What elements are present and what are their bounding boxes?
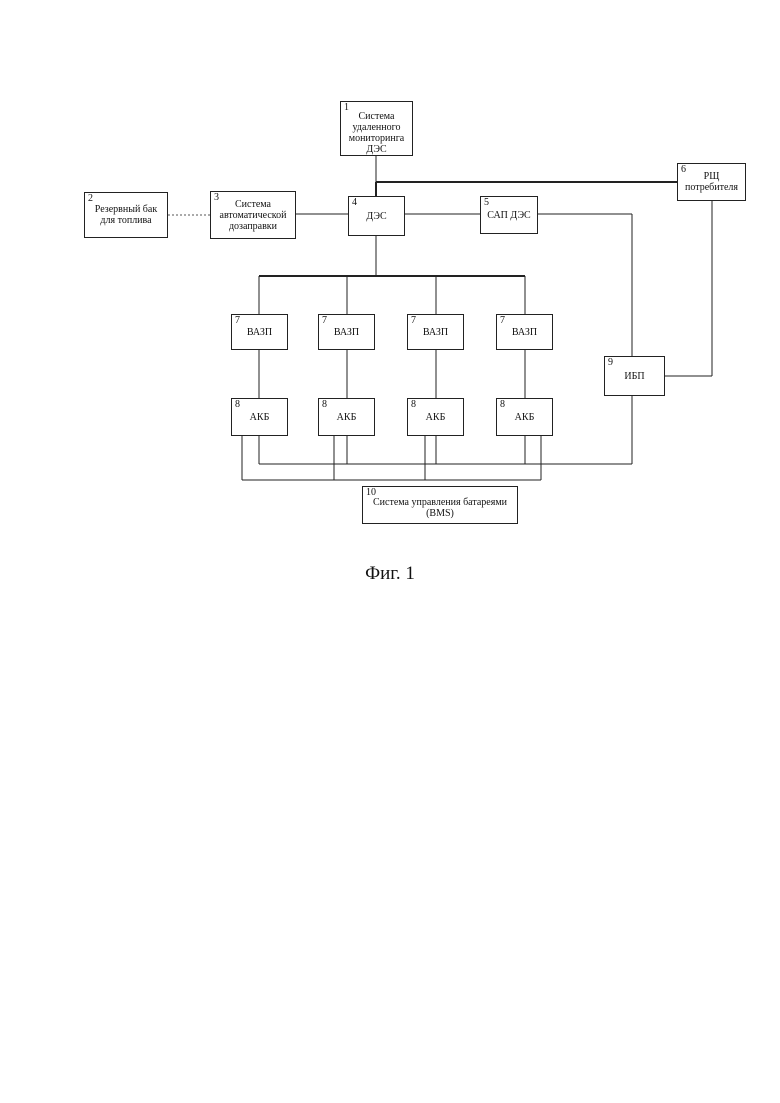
block-ibp: 9 ИБП (604, 356, 665, 396)
block-label: Система удаленного мониторинга ДЭС (345, 110, 408, 155)
block-label: Система управления батареями (BMS) (367, 493, 513, 523)
block-monitoring: 1 Система удаленного мониторинга ДЭС (340, 101, 413, 156)
block-vazp-1: 7 ВАЗП (231, 314, 288, 350)
block-des: 4 ДЭС (348, 196, 405, 236)
block-label: АКБ (323, 399, 370, 435)
block-akb-1: 8 АКБ (231, 398, 288, 436)
block-label: ДЭС (353, 197, 400, 235)
block-label: ВАЗП (412, 315, 459, 349)
block-akb-4: 8 АКБ (496, 398, 553, 436)
block-rsh: 6 РЩ потребителя (677, 163, 746, 201)
block-label: АКБ (236, 399, 283, 435)
block-label: ВАЗП (501, 315, 548, 349)
block-label: ИБП (609, 357, 660, 395)
block-akb-3: 8 АКБ (407, 398, 464, 436)
block-vazp-4: 7 ВАЗП (496, 314, 553, 350)
block-label: Система автоматической дозаправки (215, 192, 291, 238)
block-label: ВАЗП (236, 315, 283, 349)
block-auto-refuel: 3 Система автоматической дозаправки (210, 191, 296, 239)
block-akb-2: 8 АКБ (318, 398, 375, 436)
block-label: Резервный бак для топлива (89, 193, 163, 237)
block-label: АКБ (501, 399, 548, 435)
block-label: РЩ потребителя (682, 164, 741, 200)
block-label: ВАЗП (323, 315, 370, 349)
block-vazp-3: 7 ВАЗП (407, 314, 464, 350)
block-bms: 10 Система управления батареями (BMS) (362, 486, 518, 524)
block-label: САП ДЭС (485, 197, 533, 233)
figure-caption: Фиг. 1 (0, 563, 780, 585)
block-sap-des: 5 САП ДЭС (480, 196, 538, 234)
block-vazp-2: 7 ВАЗП (318, 314, 375, 350)
block-reserve-tank: 2 Резервный бак для топлива (84, 192, 168, 238)
block-label: АКБ (412, 399, 459, 435)
